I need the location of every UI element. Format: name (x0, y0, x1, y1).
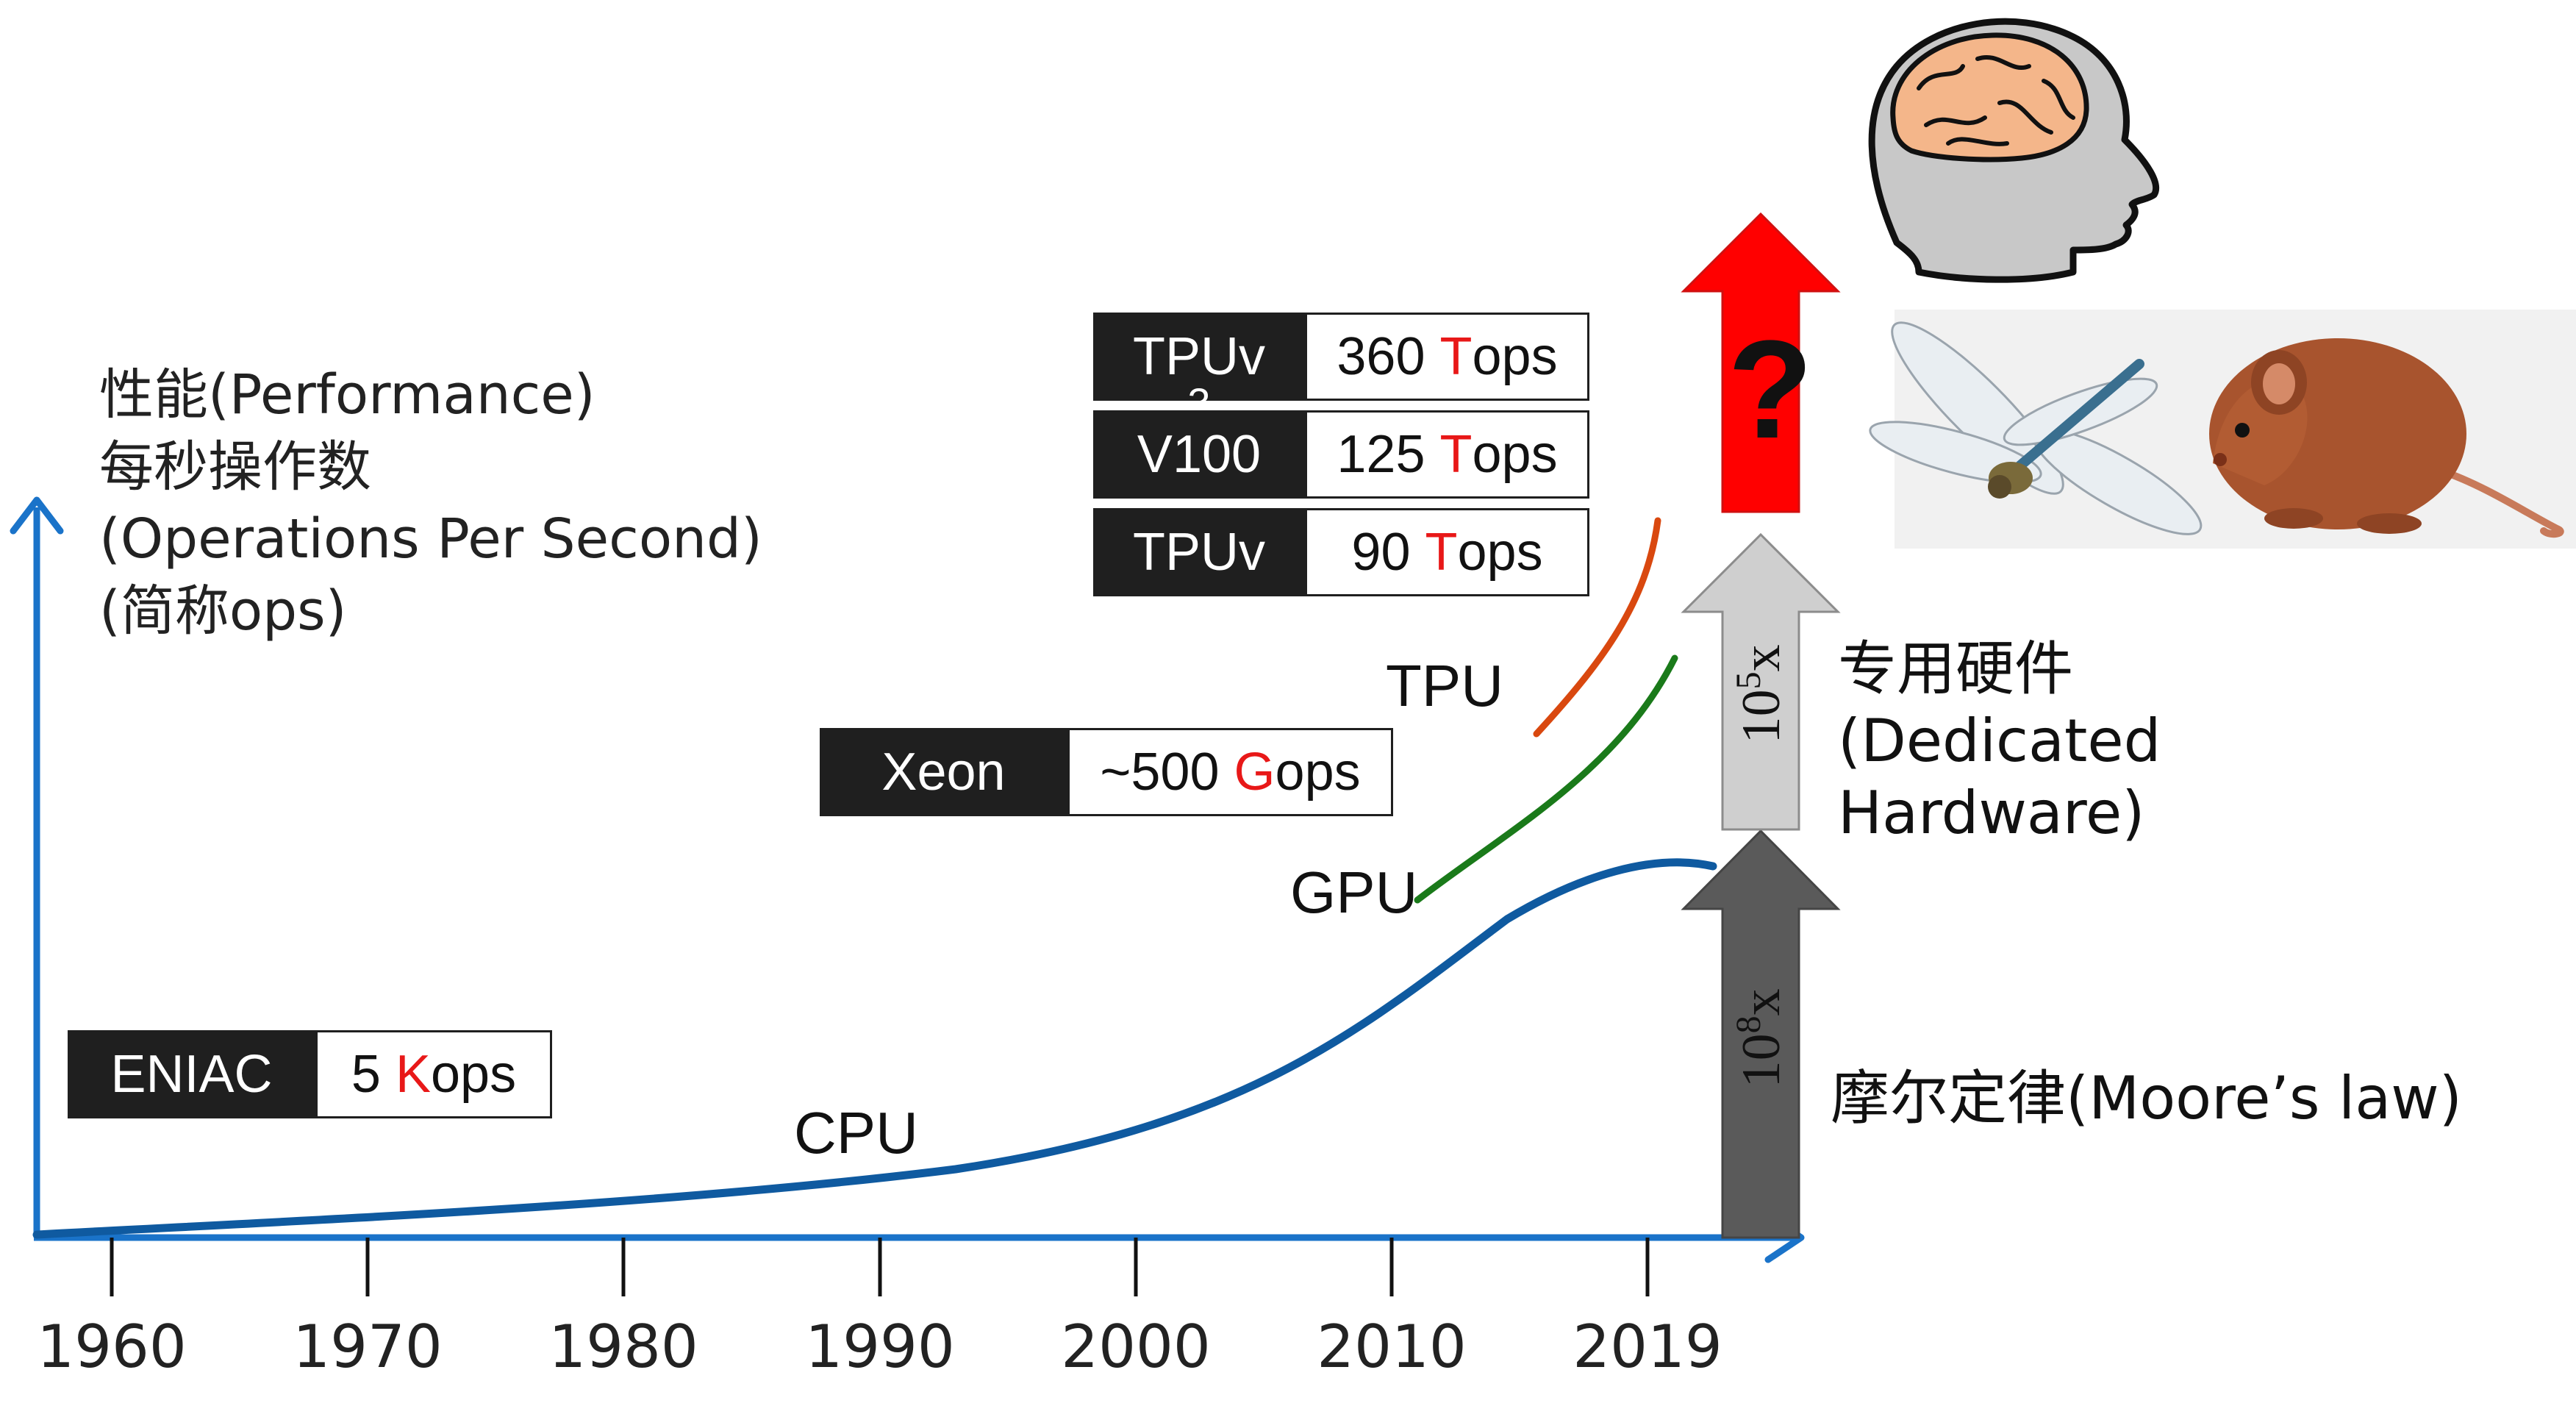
moore-factor-exp: 8 (1729, 1016, 1769, 1034)
tpu-curve (1533, 517, 1661, 738)
dedicated-factor-label: 105x (1728, 584, 1793, 804)
chip-xeon-unit-rest: ops (1275, 743, 1361, 802)
moore-factor-label: 108x (1728, 928, 1793, 1149)
x-tick-label-1970: 1970 (293, 1313, 443, 1381)
cpu-curve (32, 858, 1717, 1239)
dedicated-hardware-label-line2: (Dedicated (1838, 707, 2161, 775)
x-tick-label-2019: 2019 (1573, 1313, 1722, 1381)
y-axis-label-line3: (Operations Per Second) (99, 507, 762, 571)
chip-xeon-unit-initial: G (1234, 743, 1276, 802)
chip-v100-unit-rest: ops (1472, 425, 1558, 484)
x-tick-label-2010: 2010 (1317, 1313, 1467, 1381)
dragonfly-icon (1869, 321, 2203, 535)
dedicated-factor-exp: 5 (1729, 671, 1769, 690)
dedicated-hardware-label-line3: Hardware) (1838, 779, 2145, 847)
moore-factor-base: 10 (1731, 1033, 1792, 1088)
y-axis-label-line4: (简称ops) (99, 579, 347, 643)
mouse-icon (2209, 338, 2564, 538)
dedicated-factor-base: 10 (1731, 689, 1792, 744)
chip-tpuv2-name: TPUv (1093, 508, 1305, 596)
dedicated-factor-x: x (1731, 644, 1792, 672)
chip-tpuv3-name-text: TPUv (1133, 327, 1265, 386)
chip-v100-unit-initial: T (1439, 425, 1473, 484)
moore-arrow (1681, 829, 1841, 1239)
chip-eniac-name: ENIAC (68, 1030, 315, 1118)
y-axis-arrowhead (10, 496, 64, 535)
chip-xeon-value-num: ~500 (1100, 743, 1234, 802)
moores-law-label: 摩尔定律(Moore’s law) (1831, 1064, 2462, 1132)
dedicated-hardware-arrow (1681, 532, 1841, 831)
chip-v100-value-num: 125 (1337, 425, 1440, 484)
x-tick-label-1980: 1980 (548, 1313, 698, 1381)
chip-tpuv2-unit-rest: ops (1457, 523, 1543, 582)
y-axis-label-line2: 每秒操作数 (99, 435, 371, 499)
x-tick-label-2000: 2000 (1061, 1313, 1211, 1381)
chip-tpuv3-value-num: 360 (1337, 327, 1440, 386)
x-tick-label-1960: 1960 (37, 1313, 187, 1381)
moore-factor-x: x (1731, 988, 1792, 1016)
series-label-gpu: GPU (1290, 860, 1418, 925)
chip-eniac-unit-initial: K (395, 1045, 431, 1104)
chip-tpuv2-value-num: 90 (1351, 523, 1425, 582)
chip-tpuv3-unit-initial: T (1439, 327, 1473, 386)
gpu-curve (1414, 654, 1678, 904)
human-head-brain-icon (1868, 18, 2160, 283)
dedicated-hardware-label-line1: 专用硬件 (1838, 635, 2073, 703)
chip-eniac-value-num: 5 (351, 1045, 396, 1104)
series-label-cpu: CPU (794, 1100, 918, 1166)
chip-eniac-unit-rest: ops (430, 1045, 517, 1104)
x-tick-label-1990: 1990 (805, 1313, 955, 1381)
unknown-question-mark: ? (1728, 312, 1814, 468)
chip-tpuv3-name: TPUv 3 (1093, 313, 1305, 424)
chip-v100-name: V100 (1093, 410, 1305, 499)
chip-tpuv3-unit-rest: ops (1472, 327, 1558, 386)
unknown-future-arrow (1681, 212, 1841, 513)
chip-tpuv2-unit-initial: T (1425, 523, 1458, 582)
chip-xeon-name: Xeon (820, 728, 1067, 816)
series-label-tpu: TPU (1386, 653, 1503, 718)
y-axis-label-line1: 性能(Performance) (99, 363, 595, 426)
